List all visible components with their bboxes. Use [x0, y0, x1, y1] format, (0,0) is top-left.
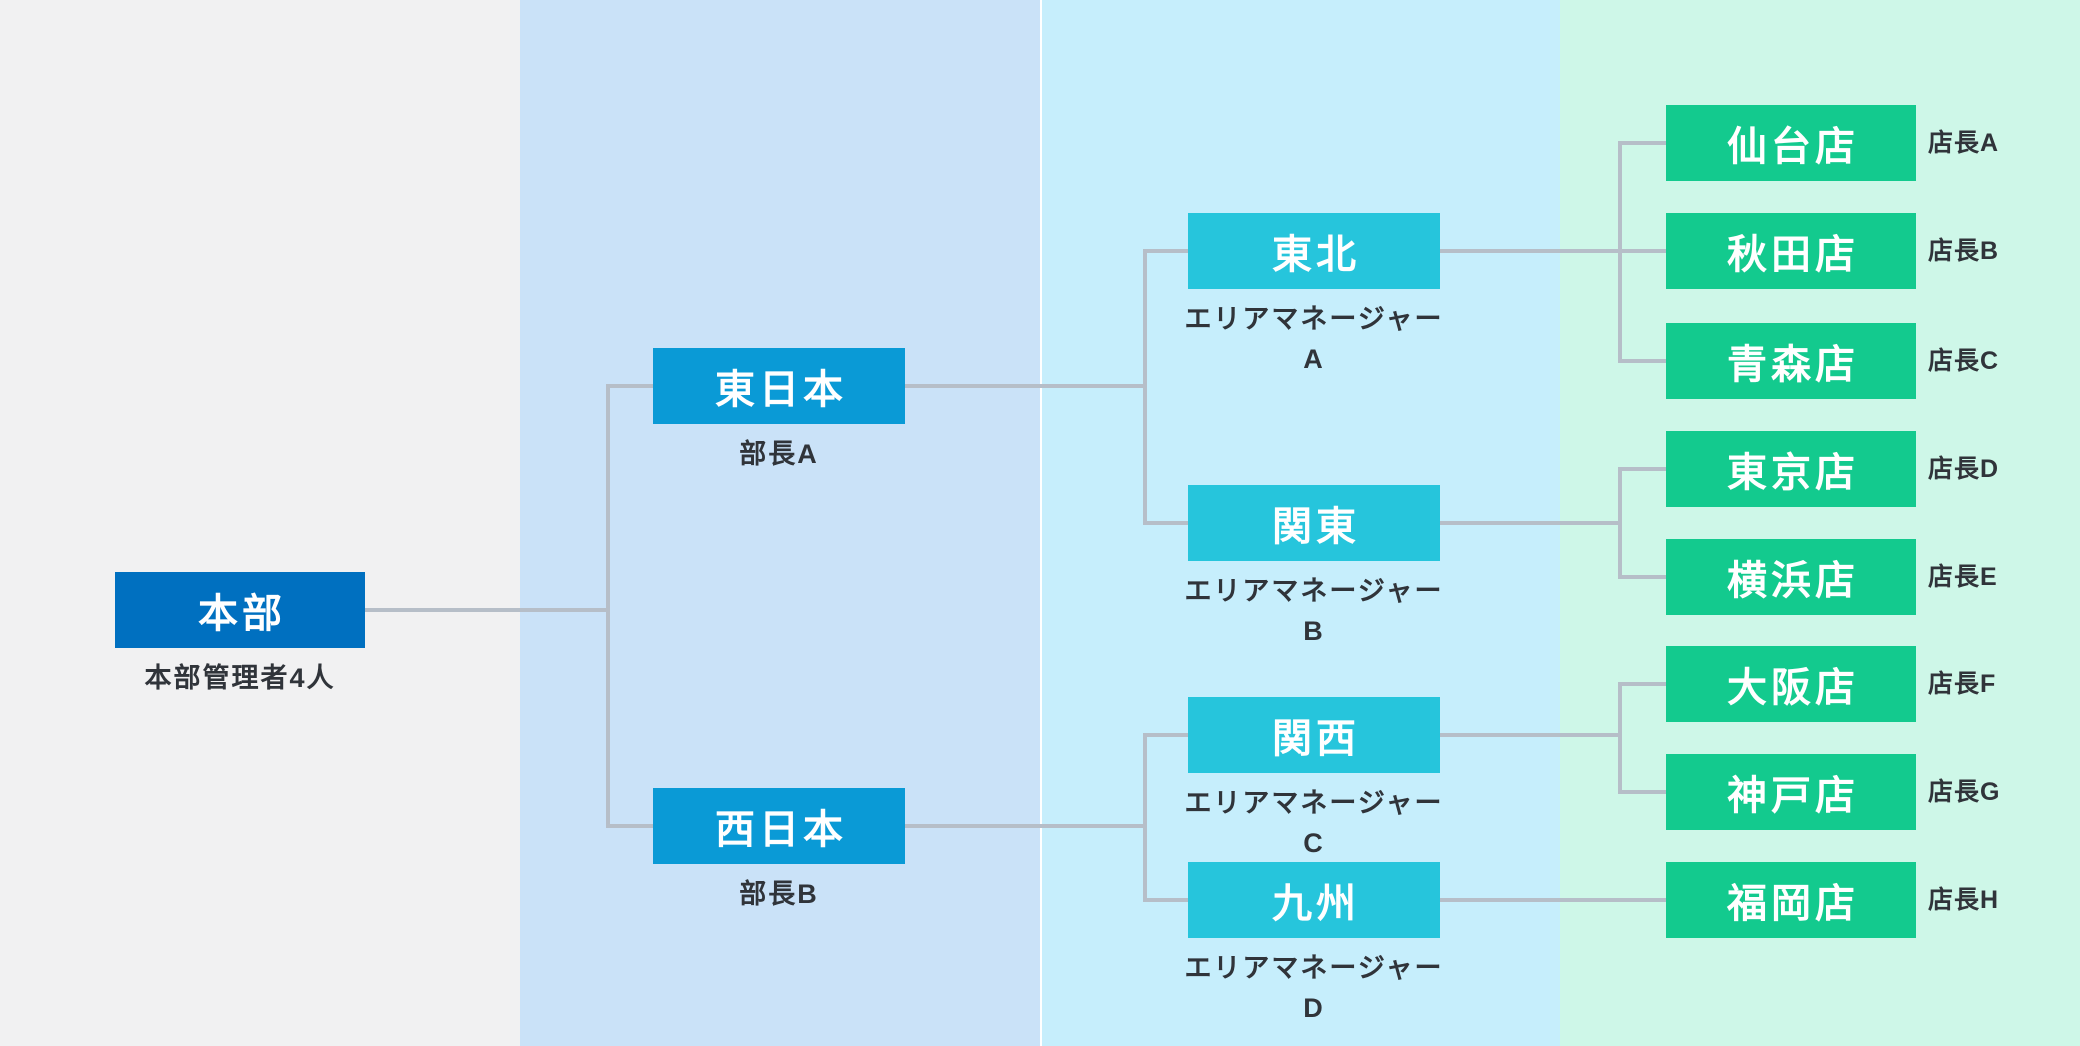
- label-store-manager-d: 店長D: [1928, 455, 2000, 483]
- connector-kyushu-stores: [1440, 898, 1666, 902]
- label-headquarters-managers: 本部管理者4人: [144, 663, 336, 693]
- node-store-aomori: 青森店: [1666, 323, 1916, 399]
- node-store-osaka-title: 大阪店: [1727, 666, 1859, 710]
- connector-kanto-stores: [1618, 467, 1622, 579]
- connector-kanto-stores: [1618, 575, 1666, 579]
- node-store-akita: 秋田店: [1666, 213, 1916, 289]
- connector-root-divisions: [606, 384, 653, 388]
- label-division-manager-b: 部長B: [739, 879, 819, 909]
- label-store-manager-h: 店長H: [1928, 886, 2000, 914]
- connector-kansai-stores: [1618, 790, 1666, 794]
- connector-root-divisions: [606, 824, 653, 828]
- node-store-sendai-title: 仙台店: [1727, 125, 1859, 169]
- node-area-tohoku-title: 東北: [1272, 233, 1360, 277]
- node-store-aomori-title: 青森店: [1727, 343, 1859, 387]
- band-separator: [1040, 0, 1042, 1046]
- node-area-kansai: 関西: [1188, 697, 1440, 773]
- node-store-akita-title: 秋田店: [1727, 233, 1859, 277]
- connector-root-divisions: [365, 608, 610, 612]
- label-area-manager-b: エリアマネージャーB: [1184, 576, 1444, 646]
- connector-kanto-stores: [1618, 467, 1666, 471]
- connector-west-areas: [1143, 898, 1189, 902]
- label-area-manager-a: エリアマネージャーA: [1184, 304, 1444, 374]
- node-area-kansai-title: 関西: [1272, 717, 1360, 761]
- node-store-tokyo-title: 東京店: [1727, 451, 1859, 495]
- node-area-kyushu-title: 九州: [1272, 882, 1360, 926]
- band-level-1: [0, 0, 520, 1046]
- node-area-kanto: 関東: [1188, 485, 1440, 561]
- label-store-manager-a: 店長A: [1928, 129, 2000, 157]
- node-store-yokohama-title: 横浜店: [1727, 559, 1859, 603]
- label-area-manager-d: エリアマネージャーD: [1184, 953, 1444, 1023]
- connector-tohoku-stores: [1618, 359, 1666, 363]
- node-division-west-japan: 西日本: [653, 788, 905, 864]
- node-store-sendai: 仙台店: [1666, 105, 1916, 181]
- label-division-manager-a: 部長A: [739, 439, 819, 469]
- connector-kansai-stores: [1440, 733, 1622, 737]
- label-store-manager-f: 店長F: [1928, 670, 1997, 698]
- label-store-manager-g: 店長G: [1928, 778, 2001, 806]
- node-store-kobe: 神戸店: [1666, 754, 1916, 830]
- node-division-east-japan-title: 東日本: [715, 368, 847, 412]
- connector-root-divisions: [606, 384, 610, 828]
- node-store-fukuoka: 福岡店: [1666, 862, 1916, 938]
- node-headquarters: 本部: [115, 572, 365, 648]
- label-store-manager-c: 店長C: [1928, 347, 2000, 375]
- connector-kansai-stores: [1618, 682, 1666, 686]
- node-headquarters-title: 本部: [198, 592, 286, 636]
- node-area-tohoku: 東北: [1188, 213, 1440, 289]
- connector-west-areas: [1143, 733, 1189, 737]
- node-store-osaka: 大阪店: [1666, 646, 1916, 722]
- connector-kanto-stores: [1440, 521, 1622, 525]
- node-division-east-japan: 東日本: [653, 348, 905, 424]
- connector-east-areas: [1143, 249, 1189, 253]
- connector-east-areas: [1143, 249, 1147, 525]
- label-store-manager-e: 店長E: [1928, 563, 1998, 591]
- connector-west-areas: [905, 824, 1147, 828]
- node-store-tokyo: 東京店: [1666, 431, 1916, 507]
- node-area-kanto-title: 関東: [1272, 505, 1360, 549]
- connector-west-areas: [1143, 733, 1147, 902]
- label-area-manager-c: エリアマネージャーC: [1184, 788, 1444, 858]
- label-store-manager-b: 店長B: [1928, 237, 2000, 265]
- connector-tohoku-stores: [1440, 249, 1622, 253]
- connector-east-areas: [905, 384, 1147, 388]
- node-store-kobe-title: 神戸店: [1727, 774, 1859, 818]
- connector-tohoku-stores: [1618, 249, 1666, 253]
- node-store-yokohama: 横浜店: [1666, 539, 1916, 615]
- connector-kansai-stores: [1618, 682, 1622, 794]
- node-store-fukuoka-title: 福岡店: [1727, 882, 1859, 926]
- connector-east-areas: [1143, 521, 1189, 525]
- connector-tohoku-stores: [1618, 141, 1666, 145]
- node-division-west-japan-title: 西日本: [715, 808, 847, 852]
- node-area-kyushu: 九州: [1188, 862, 1440, 938]
